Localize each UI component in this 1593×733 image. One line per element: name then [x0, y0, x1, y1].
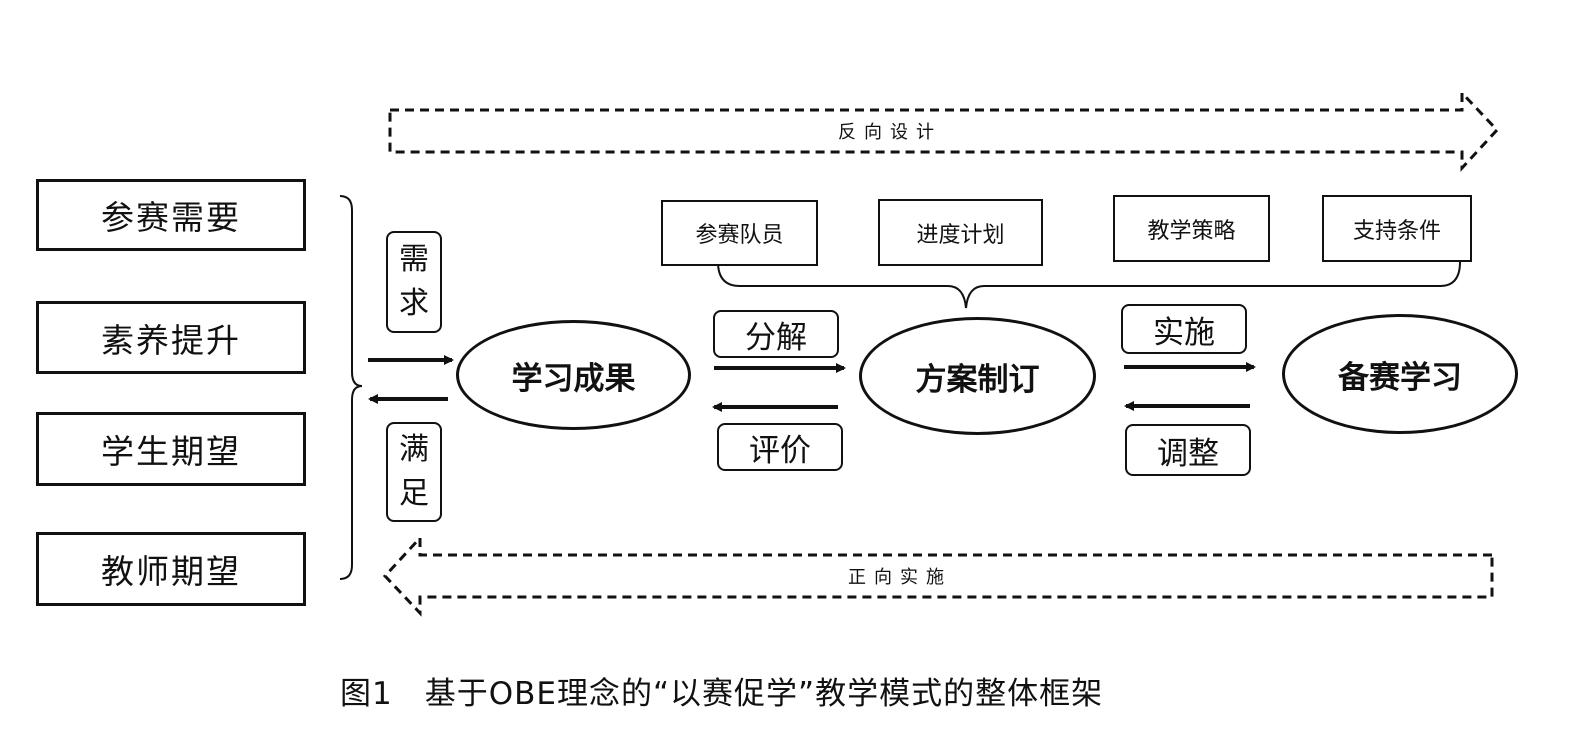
- left-box-label: 参赛需要: [101, 198, 241, 237]
- need-label-box: 需 求: [386, 231, 442, 333]
- reverse-design-arrow: [388, 89, 1500, 172]
- top-box-team-members: 参赛队员: [661, 200, 818, 266]
- top-box-label: 支持条件: [1352, 218, 1441, 244]
- left-box-competition-needs: 参赛需要: [36, 179, 306, 251]
- evaluate-label: 评价: [749, 432, 811, 469]
- left-box-literacy-improvement: 素养提升: [36, 301, 306, 374]
- figure-caption: 图1 基于OBE理念的“以赛促学”教学模式的整体框架: [340, 676, 1104, 712]
- left-box-student-expectation: 学生期望: [36, 412, 306, 486]
- forward-implementation-label: 正向实施: [848, 567, 952, 588]
- top-box-label: 教学策略: [1147, 218, 1236, 244]
- top-box-support-conditions: 支持条件: [1322, 195, 1472, 262]
- left-box-label: 学生期望: [101, 432, 241, 471]
- learning-outcome-ellipse: 学习成果: [456, 320, 691, 430]
- top-brace: [717, 261, 1461, 309]
- forward-implementation-arrow: [382, 534, 1494, 617]
- plan-formulation-ellipse: 方案制订: [859, 317, 1096, 435]
- evaluate-label-box: 评价: [717, 423, 843, 471]
- implement-label: 实施: [1153, 314, 1215, 351]
- satisfy-char-2: 足: [399, 476, 429, 511]
- satisfy-label-box: 满 足: [386, 422, 442, 522]
- left-brace: [339, 195, 363, 580]
- left-box-label: 教师期望: [101, 552, 241, 591]
- ellipse-label: 学习成果: [511, 360, 636, 397]
- need-char-1: 需: [399, 242, 429, 277]
- top-box-label: 进度计划: [916, 222, 1005, 248]
- ellipse-label: 备赛学习: [1338, 359, 1462, 396]
- decompose-label-box: 分解: [713, 310, 839, 358]
- left-box-label: 素养提升: [101, 320, 241, 360]
- adjust-label-box: 调整: [1125, 424, 1251, 476]
- left-box-teacher-expectation: 教师期望: [36, 532, 306, 606]
- ellipse-label: 方案制订: [915, 361, 1040, 398]
- implement-label-box: 实施: [1121, 304, 1247, 354]
- top-box-label: 参赛队员: [695, 223, 784, 248]
- satisfy-char-1: 满: [399, 432, 429, 467]
- adjust-label: 调整: [1157, 435, 1219, 472]
- need-char-2: 求: [399, 286, 429, 321]
- reverse-design-label: 反向设计: [838, 122, 942, 143]
- top-box-teaching-strategy: 教学策略: [1113, 195, 1270, 262]
- decompose-label: 分解: [745, 319, 807, 356]
- competition-prep-ellipse: 备赛学习: [1282, 314, 1518, 434]
- top-box-progress-plan: 进度计划: [878, 199, 1043, 266]
